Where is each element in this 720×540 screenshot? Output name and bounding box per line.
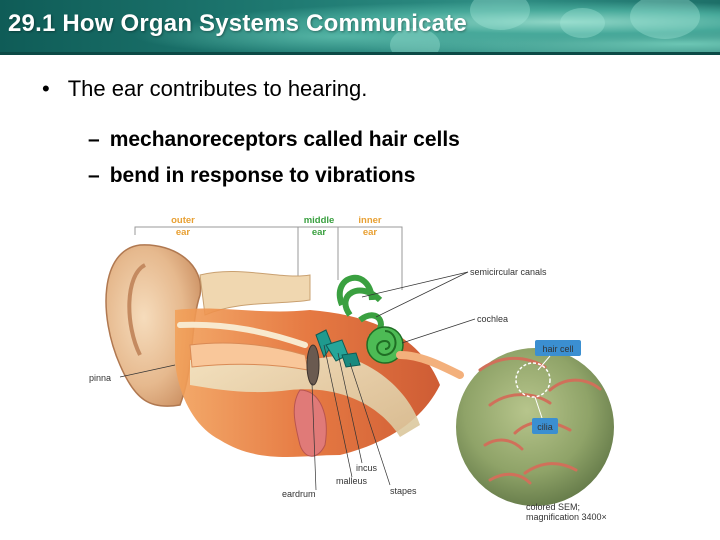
inner-ear-label-line1: inner [358, 215, 382, 226]
pinna-label: pinna [89, 373, 111, 383]
cilia-label: cilia [537, 422, 553, 432]
ear-anatomy-figure: outer ear middle ear inner ear [89, 215, 616, 522]
hair-cell-callout: hair cell [535, 340, 581, 371]
ossicles [315, 329, 361, 368]
malleus-label: malleus [336, 476, 368, 486]
bullet-marker: • [42, 76, 50, 101]
sub-bullet-list: – mechanoreceptors called hair cells – b… [88, 122, 460, 194]
hair-cell-label: hair cell [542, 344, 573, 354]
bullet-list: • The ear contributes to hearing. [42, 76, 367, 102]
incus-label: incus [356, 463, 378, 473]
sem-caption-line2: magnification 3400× [526, 512, 607, 522]
bullet-text: The ear contributes to hearing. [67, 76, 368, 101]
slide-title: 29.1 How Organ Systems Communicate [8, 10, 467, 37]
middle-ear-label-line1: middle [304, 215, 335, 226]
leader-lines [119, 271, 476, 491]
sub-bullet-item: – bend in response to vibrations [88, 158, 460, 194]
cochlea-shape [366, 326, 404, 364]
cilia-callout: cilia [532, 396, 558, 434]
outer-ear-label-line1: outer [171, 215, 195, 226]
sub-bullet-text: mechanoreceptors called hair cells [109, 128, 460, 151]
stapes-label: stapes [390, 486, 417, 496]
semicircular-canals-label: semicircular canals [470, 267, 547, 277]
eardrum-shape [306, 344, 320, 386]
dash-marker: – [88, 128, 100, 151]
eardrum-label: eardrum [282, 489, 316, 499]
sub-bullet-text: bend in response to vibrations [109, 164, 416, 187]
bullet-item: • The ear contributes to hearing. [42, 76, 367, 102]
title-bar: 29.1 How Organ Systems Communicate [0, 0, 720, 55]
cochlea-label: cochlea [477, 314, 508, 324]
sem-caption-line1: colored SEM; [526, 502, 580, 512]
inner-ear-label-line2: ear [363, 227, 378, 238]
middle-ear-label-line2: ear [312, 227, 327, 238]
sub-bullet-item: – mechanoreceptors called hair cells [88, 122, 460, 158]
region-brackets [134, 226, 403, 290]
dash-marker: – [88, 164, 100, 187]
outer-ear-label-line2: ear [176, 227, 191, 238]
